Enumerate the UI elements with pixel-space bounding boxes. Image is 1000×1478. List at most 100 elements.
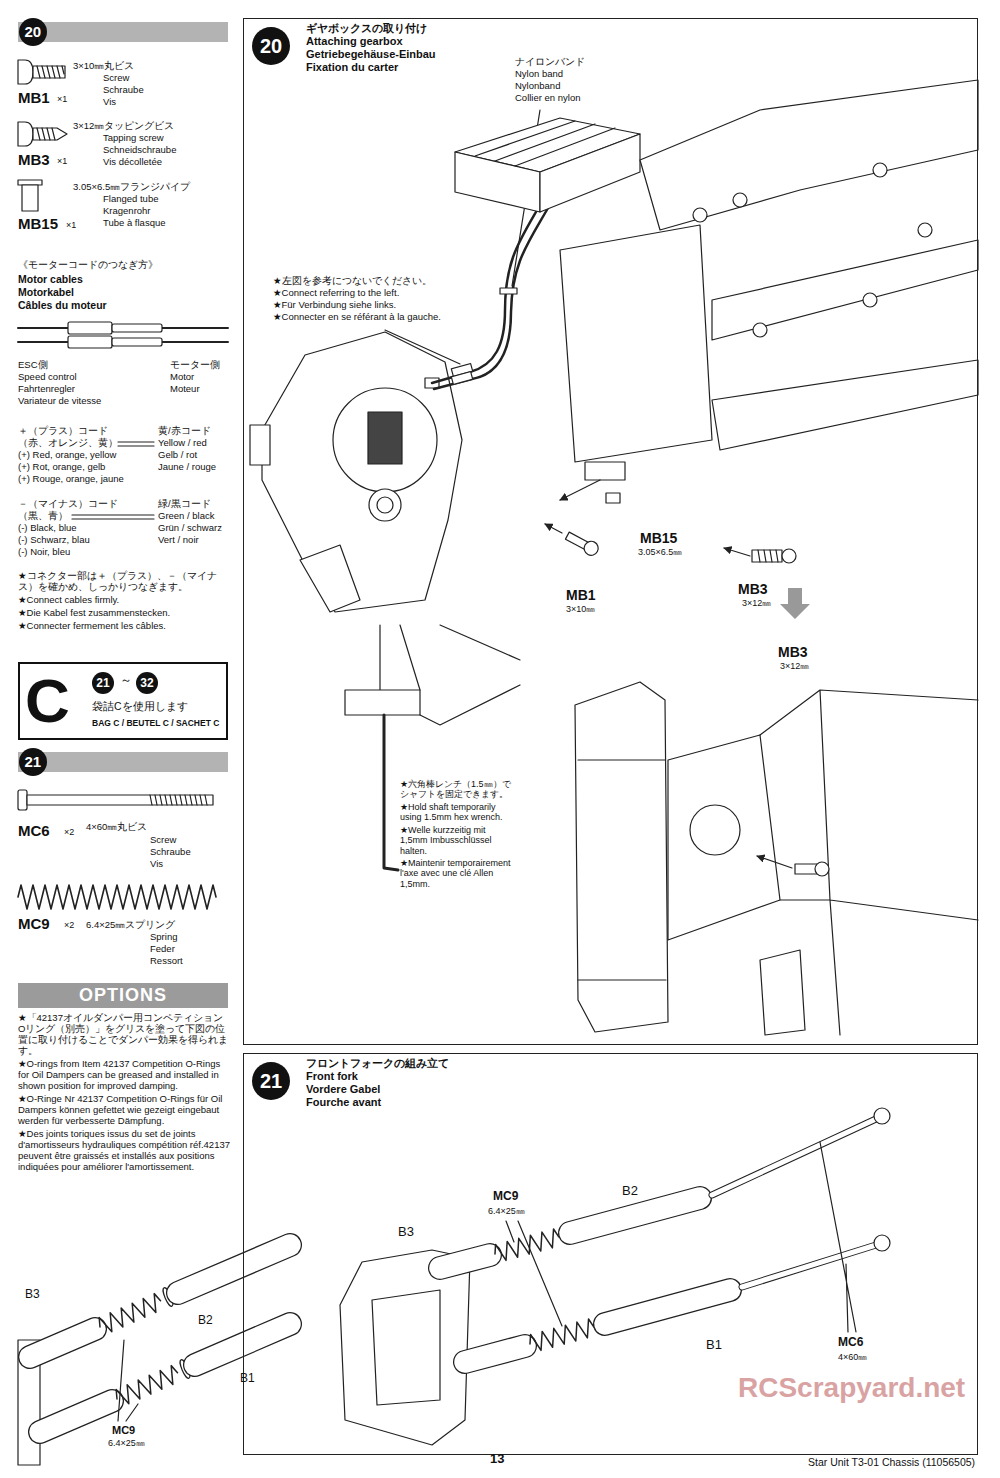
cable-side: Variateur de vitesse xyxy=(18,396,101,407)
callout-note: Collier en nylon xyxy=(515,93,580,104)
front-fork-illustration xyxy=(493,1228,561,1262)
part-name: Tube à flasque xyxy=(103,218,166,229)
cable-color: 黄/赤コード xyxy=(158,426,211,437)
cable-color: ＋（プラス）コード xyxy=(18,426,108,437)
cable-color: Yellow / red xyxy=(158,438,207,449)
front-fork-illustration xyxy=(874,1108,890,1124)
flanged-tube-icon xyxy=(18,180,42,185)
part-code: MB15 xyxy=(18,215,58,232)
fork-option-illustration xyxy=(178,1245,290,1293)
front-fork-illustration xyxy=(528,1318,596,1352)
fork-option-illustration xyxy=(118,1340,138,1421)
tapping-screw-icon xyxy=(37,128,55,140)
bag-box-text: BAG C / BEUTEL C / SACHET C xyxy=(92,719,219,728)
chassis-illustration xyxy=(733,193,747,207)
step-panel-text: Fixation du carter xyxy=(306,61,398,73)
assembly-illustration xyxy=(18,22,978,1465)
part-spec: 3×10㎜ xyxy=(566,604,595,614)
step-number: 20 xyxy=(252,27,290,65)
part-code: MB3 xyxy=(778,644,808,660)
quantity: ×2 xyxy=(64,827,74,837)
step-number: 21 xyxy=(252,1062,290,1100)
front-fork-illustration xyxy=(506,1142,856,1332)
watermark: RCScrapyard.net xyxy=(738,1372,965,1404)
step-panel-text: Attaching gearbox xyxy=(306,35,403,47)
step-band xyxy=(18,752,228,772)
gearbox-illustration xyxy=(575,682,668,1032)
spring-icon xyxy=(18,885,216,909)
step-number-text: 21 xyxy=(25,754,42,771)
step-number-text: 20 xyxy=(25,24,42,41)
chassis-illustration xyxy=(758,550,778,562)
section-heading: Câbles du moteur xyxy=(18,299,107,311)
gearbox-illustration xyxy=(760,690,978,1035)
part-name: Screw xyxy=(150,835,176,846)
quantity: ×1 xyxy=(57,94,67,104)
fork-option-illustration xyxy=(113,1364,181,1407)
part-name: Vis xyxy=(103,97,116,108)
part-spec: 3.05×6.5㎜ xyxy=(638,547,682,557)
part-code: MB15 xyxy=(640,530,677,546)
cable-color: (-) Schwarz, blau xyxy=(18,535,90,546)
cable-connector-icon xyxy=(68,322,112,334)
cable-color: 緑/黒コード xyxy=(158,499,211,510)
chassis-illustration xyxy=(752,550,782,562)
gearbox-illustration xyxy=(690,805,740,855)
part-spec: 3×12㎜ xyxy=(742,598,771,608)
front-fork-illustration xyxy=(605,1290,730,1324)
part-code: B1 xyxy=(240,1372,255,1386)
fork-option-illustration xyxy=(178,1245,290,1293)
note: ★Die Kabel fest zusammenstecken. xyxy=(18,608,170,619)
gearbox-illustration xyxy=(815,862,829,876)
chassis-illustration xyxy=(560,480,600,500)
part-code: B2 xyxy=(622,1184,638,1199)
cable-side: ESC側 xyxy=(18,360,48,371)
cable-color: (-) Noir, bleu xyxy=(18,547,70,558)
cable-color: Grün / schwarz xyxy=(158,523,222,534)
cable-side: Fahrtenregler xyxy=(18,384,75,395)
callout-note: Nylon band xyxy=(515,69,563,80)
part-code: MB1 xyxy=(18,89,50,106)
callout-note: ★Für Verbindung siehe links. xyxy=(273,300,396,311)
front-fork-illustration xyxy=(570,1198,700,1233)
chassis-illustration xyxy=(724,548,750,556)
gearbox-illustration xyxy=(262,332,462,612)
screw-icon xyxy=(33,66,65,78)
gearbox-illustration xyxy=(757,856,792,868)
callout-note: ★Connect referring to the left. xyxy=(273,288,399,299)
chassis-illustration xyxy=(863,293,877,307)
wire xyxy=(434,208,548,389)
front-fork-illustration xyxy=(465,1346,525,1362)
bag-box-text: 袋詰Cを使用します xyxy=(92,701,188,713)
cable-color: （赤、オレンジ、黄） xyxy=(18,438,118,449)
fork-option-illustration xyxy=(30,1329,95,1357)
fork-option-illustration xyxy=(18,1245,290,1465)
chassis-illustration xyxy=(545,80,978,619)
part-code: MB1 xyxy=(566,587,596,603)
front-fork-illustration xyxy=(440,1255,490,1268)
step-number-text: 20 xyxy=(260,35,282,57)
cable-color: (+) Rot, orange, gelb xyxy=(18,462,105,473)
part-code: MB3 xyxy=(18,151,50,168)
tapping-screw-icon xyxy=(33,128,67,140)
note: ★Connect cables firmly. xyxy=(18,595,119,606)
cable-color: （黒、青） xyxy=(18,511,68,522)
quantity: ×2 xyxy=(64,920,74,930)
part-name: Vis décolletée xyxy=(103,157,162,168)
bag-box-text: C xyxy=(25,670,70,732)
cable-color: Gelb / rot xyxy=(158,450,197,461)
hex-wrench-inset xyxy=(384,715,398,870)
part-spec: 4×60㎜ xyxy=(838,1352,867,1362)
front-fork-illustration xyxy=(742,1245,876,1287)
gearbox-illustration xyxy=(760,950,805,1035)
front-fork-illustration xyxy=(528,1318,596,1352)
screw-icon xyxy=(37,66,64,78)
chassis-illustration xyxy=(712,240,978,340)
screw-icon xyxy=(18,60,33,84)
note: ★「42137オイルダンパー用コンペティションOリング（別売）」をグリスを塗って… xyxy=(18,1013,230,1057)
cable-color: －（マイナス）コード xyxy=(18,499,118,510)
flanged-tube-icon xyxy=(22,185,38,211)
chassis-illustration xyxy=(585,462,625,480)
chassis-illustration xyxy=(918,223,932,237)
chassis-illustration xyxy=(782,549,796,563)
